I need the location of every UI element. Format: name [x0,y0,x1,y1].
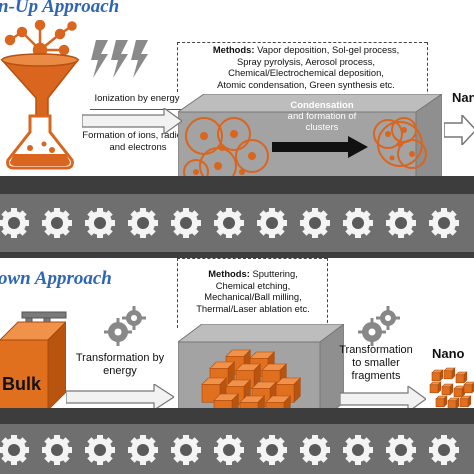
nano-cube [453,385,466,398]
condensation-label: Condensation and formation of clusters [272,100,372,133]
label-line: Transformation by [75,352,165,364]
conveyor-gear-icon [214,435,244,465]
conveyor-gear-icon [42,208,72,238]
output-arrow [444,115,474,145]
conveyor-gear-icon [42,435,72,465]
condensation-line: clusters [305,122,339,133]
conveyor-gear-icon [85,208,115,238]
dashed-separator [177,258,178,328]
lightning-icon [91,40,148,78]
methods-line: Spray pyrolysis, Aerosol process, [236,55,376,67]
conveyor-gear-icon [300,208,330,238]
conveyor-gear-icon [343,435,373,465]
conveyor-gear-icon [171,208,201,238]
funnel-flask-icon [0,20,80,170]
label-line: Transformation [339,344,413,356]
top-conveyor-bottom [0,252,474,258]
methods-line: Mechanical/Ball milling, [204,291,302,303]
transformation-fragments-label: Transformation to smaller fragments [332,344,420,383]
conveyor-gear-icon [128,208,158,238]
methods-line: Thermal/Laser ablation etc. [196,302,310,314]
conveyor-gear-icon [429,208,459,238]
nano-cube [429,381,442,394]
conveyor-gear-icon [257,435,287,465]
conveyor-gear-icon [85,435,115,465]
gear-icon [358,306,400,346]
nano-cube [443,367,456,380]
nano-cube [455,371,468,384]
dashed-separator [177,42,427,43]
methods-line: Vapor deposition, Sol-gel process, [257,44,400,55]
conveyor-gear-icon [0,208,29,238]
dashed-separator [177,42,178,92]
label-line: fragments [351,370,401,382]
methods-line: Chemical/Electrochemical deposition, [228,67,384,79]
conveyor-gear-icon [214,208,244,238]
gear-icon [104,306,146,346]
transfer-arrow [66,384,174,410]
bulk-label: Bulk [2,374,42,394]
methods-line: Atomic condensation, Green synthesis etc… [217,78,395,90]
bottom-conveyor-belt [0,408,474,424]
bottom-conveyor-gears [0,435,459,465]
nano-cube [431,369,444,382]
transformation-energy-label: Transformation by energy [64,352,176,378]
transfer-arrow [82,108,182,134]
bottom-nano-label: Nano [432,346,465,361]
ionization-label: Ionization by energy [94,93,180,104]
conveyor-gear-icon [343,208,373,238]
nano-cube [463,381,474,394]
cluster-network-icon [373,117,427,169]
transfer-arrow [340,386,426,412]
conveyor-gear-icon [386,208,416,238]
condensation-line: and formation of [287,111,357,122]
bulk-cube-icon [0,321,66,412]
label-line: to smaller [352,357,400,369]
dashed-separator [427,42,428,102]
nano-cube [441,383,454,396]
conveyor-gear-icon [0,435,29,465]
methods-line: Sputtering, [252,268,298,279]
conveyor-gear-icon [128,435,158,465]
conveyor-gear-icon [171,435,201,465]
top-conveyor-gears [0,208,459,238]
small-cube [209,361,236,388]
top-down-title: own Approach [0,268,112,289]
formation-ions-label: Formation of ions, radicals and electron… [82,130,194,153]
top-methods-text: Methods: Vapor deposition, Sol-gel proce… [190,44,422,90]
methods-line: Chemical etching, [215,279,291,291]
condensation-line: Condensation [290,100,354,111]
divider-line [90,109,186,110]
nano-cube [435,395,448,408]
methods-label: Methods: [208,268,250,279]
dashed-separator [177,258,327,259]
process-arrow [272,136,368,158]
top-nano-label: Nan [452,90,474,105]
bottom-up-title: n-Up Approach [0,0,120,17]
conveyor-gear-icon [429,435,459,465]
atom-cluster-icon [183,117,269,185]
label-line: energy [103,365,137,377]
conveyor-gear-icon [386,435,416,465]
conveyor-gear-icon [300,435,330,465]
dashed-separator [327,258,328,328]
nano-cube [459,395,472,408]
top-conveyor-belt [0,176,474,194]
nano-cubes-icon [429,367,474,410]
bottom-methods-text: Methods: Sputtering, Chemical etching, M… [182,268,324,314]
methods-label: Methods: [212,44,255,55]
conveyor-gear-icon [257,208,287,238]
